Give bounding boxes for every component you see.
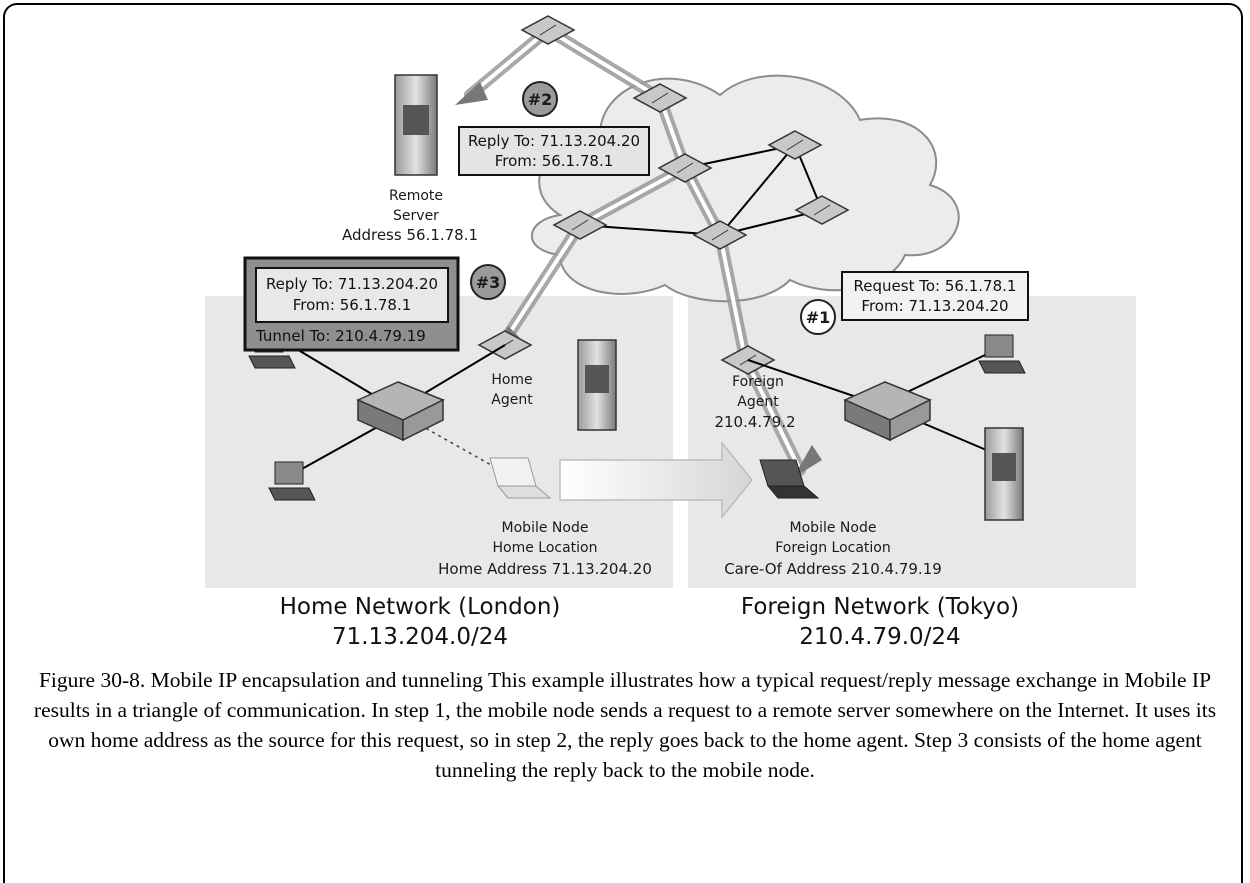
remote-server-label: Remote Server Address 56.1.78.1 bbox=[342, 188, 478, 244]
svg-text:Home Location: Home Location bbox=[492, 540, 597, 556]
internet-cloud bbox=[530, 74, 960, 303]
svg-text:210.4.79.2: 210.4.79.2 bbox=[714, 413, 795, 431]
movement-arrow bbox=[559, 440, 753, 520]
foreign-network-title: Foreign Network (Tokyo) 210.4.79.0/24 bbox=[741, 594, 1019, 650]
svg-text:#2: #2 bbox=[528, 90, 553, 109]
svg-text:Home Address 71.13.204.20: Home Address 71.13.204.20 bbox=[438, 560, 652, 578]
svg-text:Care-Of Address 210.4.79.19: Care-Of Address 210.4.79.19 bbox=[724, 560, 942, 578]
svg-text:Request To: 56.1.78.1: Request To: 56.1.78.1 bbox=[854, 277, 1017, 295]
mobile-node-home-label: Mobile Node Home Location Home Address 7… bbox=[438, 520, 652, 578]
svg-text:Foreign Location: Foreign Location bbox=[775, 540, 891, 556]
svg-text:From: 56.1.78.1: From: 56.1.78.1 bbox=[495, 152, 614, 170]
svg-text:Tunnel To: 210.4.79.19: Tunnel To: 210.4.79.19 bbox=[255, 327, 426, 345]
mobile-node-home-laptop-icon bbox=[489, 457, 552, 499]
svg-text:Home Network (London): Home Network (London) bbox=[280, 594, 561, 620]
home-network-title: Home Network (London) 71.13.204.0/24 bbox=[280, 594, 561, 650]
svg-text:210.4.79.0/24: 210.4.79.0/24 bbox=[799, 624, 960, 650]
home-server-icon bbox=[577, 339, 617, 431]
figure-caption: Figure 30-8. Mobile IP encapsulation and… bbox=[33, 668, 1217, 782]
step-3-badge: #3 bbox=[470, 264, 506, 300]
remote-server-icon bbox=[394, 74, 438, 176]
home-agent-label: Home Agent bbox=[491, 372, 533, 408]
home-workstation-bottom-icon bbox=[268, 461, 316, 501]
dashed-link-home bbox=[419, 424, 501, 471]
svg-text:Agent: Agent bbox=[491, 392, 533, 408]
reply-message-box-cloud: Reply To: 71.13.204.20 From: 56.1.78.1 bbox=[458, 126, 650, 176]
svg-text:Remote: Remote bbox=[389, 188, 443, 204]
svg-text:#1: #1 bbox=[806, 308, 831, 327]
svg-text:Agent: Agent bbox=[737, 394, 779, 410]
svg-text:Foreign Network (Tokyo): Foreign Network (Tokyo) bbox=[741, 594, 1019, 620]
svg-text:Foreign: Foreign bbox=[732, 374, 784, 390]
svg-text:Server: Server bbox=[393, 208, 439, 224]
svg-text:Reply To: 71.13.204.20: Reply To: 71.13.204.20 bbox=[266, 275, 438, 293]
foreign-agent-label: Foreign Agent 210.4.79.2 bbox=[714, 374, 795, 431]
foreign-network-area bbox=[688, 296, 1136, 588]
svg-text:Mobile Node: Mobile Node bbox=[502, 520, 589, 536]
tunneled-reply-box: Reply To: 71.13.204.20 From: 56.1.78.1 T… bbox=[243, 256, 460, 352]
arrow-to-mobile-foreign bbox=[793, 445, 822, 478]
mobile-node-foreign-label: Mobile Node Foreign Location Care-Of Add… bbox=[724, 520, 942, 578]
svg-text:Reply To: 71.13.204.20: Reply To: 71.13.204.20 bbox=[468, 132, 640, 150]
foreign-server-icon bbox=[984, 427, 1024, 521]
svg-text:Mobile Node: Mobile Node bbox=[790, 520, 877, 536]
svg-text:#3: #3 bbox=[476, 273, 501, 292]
mobile-ip-diagram: #2 #3 #1 Reply To: 71.13.204.20 From: 56… bbox=[205, 15, 1136, 650]
step-1-badge: #1 bbox=[800, 299, 836, 335]
home-switch bbox=[356, 381, 445, 442]
request-message-box: Request To: 56.1.78.1 From: 71.13.204.20 bbox=[841, 271, 1029, 321]
mobile-node-foreign-laptop-icon bbox=[759, 459, 820, 499]
routers bbox=[520, 15, 850, 250]
step-2-badge: #2 bbox=[522, 81, 558, 117]
svg-text:Home: Home bbox=[491, 372, 532, 388]
svg-text:From: 71.13.204.20: From: 71.13.204.20 bbox=[861, 297, 1008, 315]
svg-text:Address 56.1.78.1: Address 56.1.78.1 bbox=[342, 226, 478, 244]
arrow-to-server bbox=[455, 82, 488, 105]
foreign-workstation-icon bbox=[978, 334, 1026, 374]
svg-text:71.13.204.0/24: 71.13.204.0/24 bbox=[332, 624, 508, 650]
svg-text:From: 56.1.78.1: From: 56.1.78.1 bbox=[293, 296, 412, 314]
foreign-switch bbox=[843, 381, 932, 442]
